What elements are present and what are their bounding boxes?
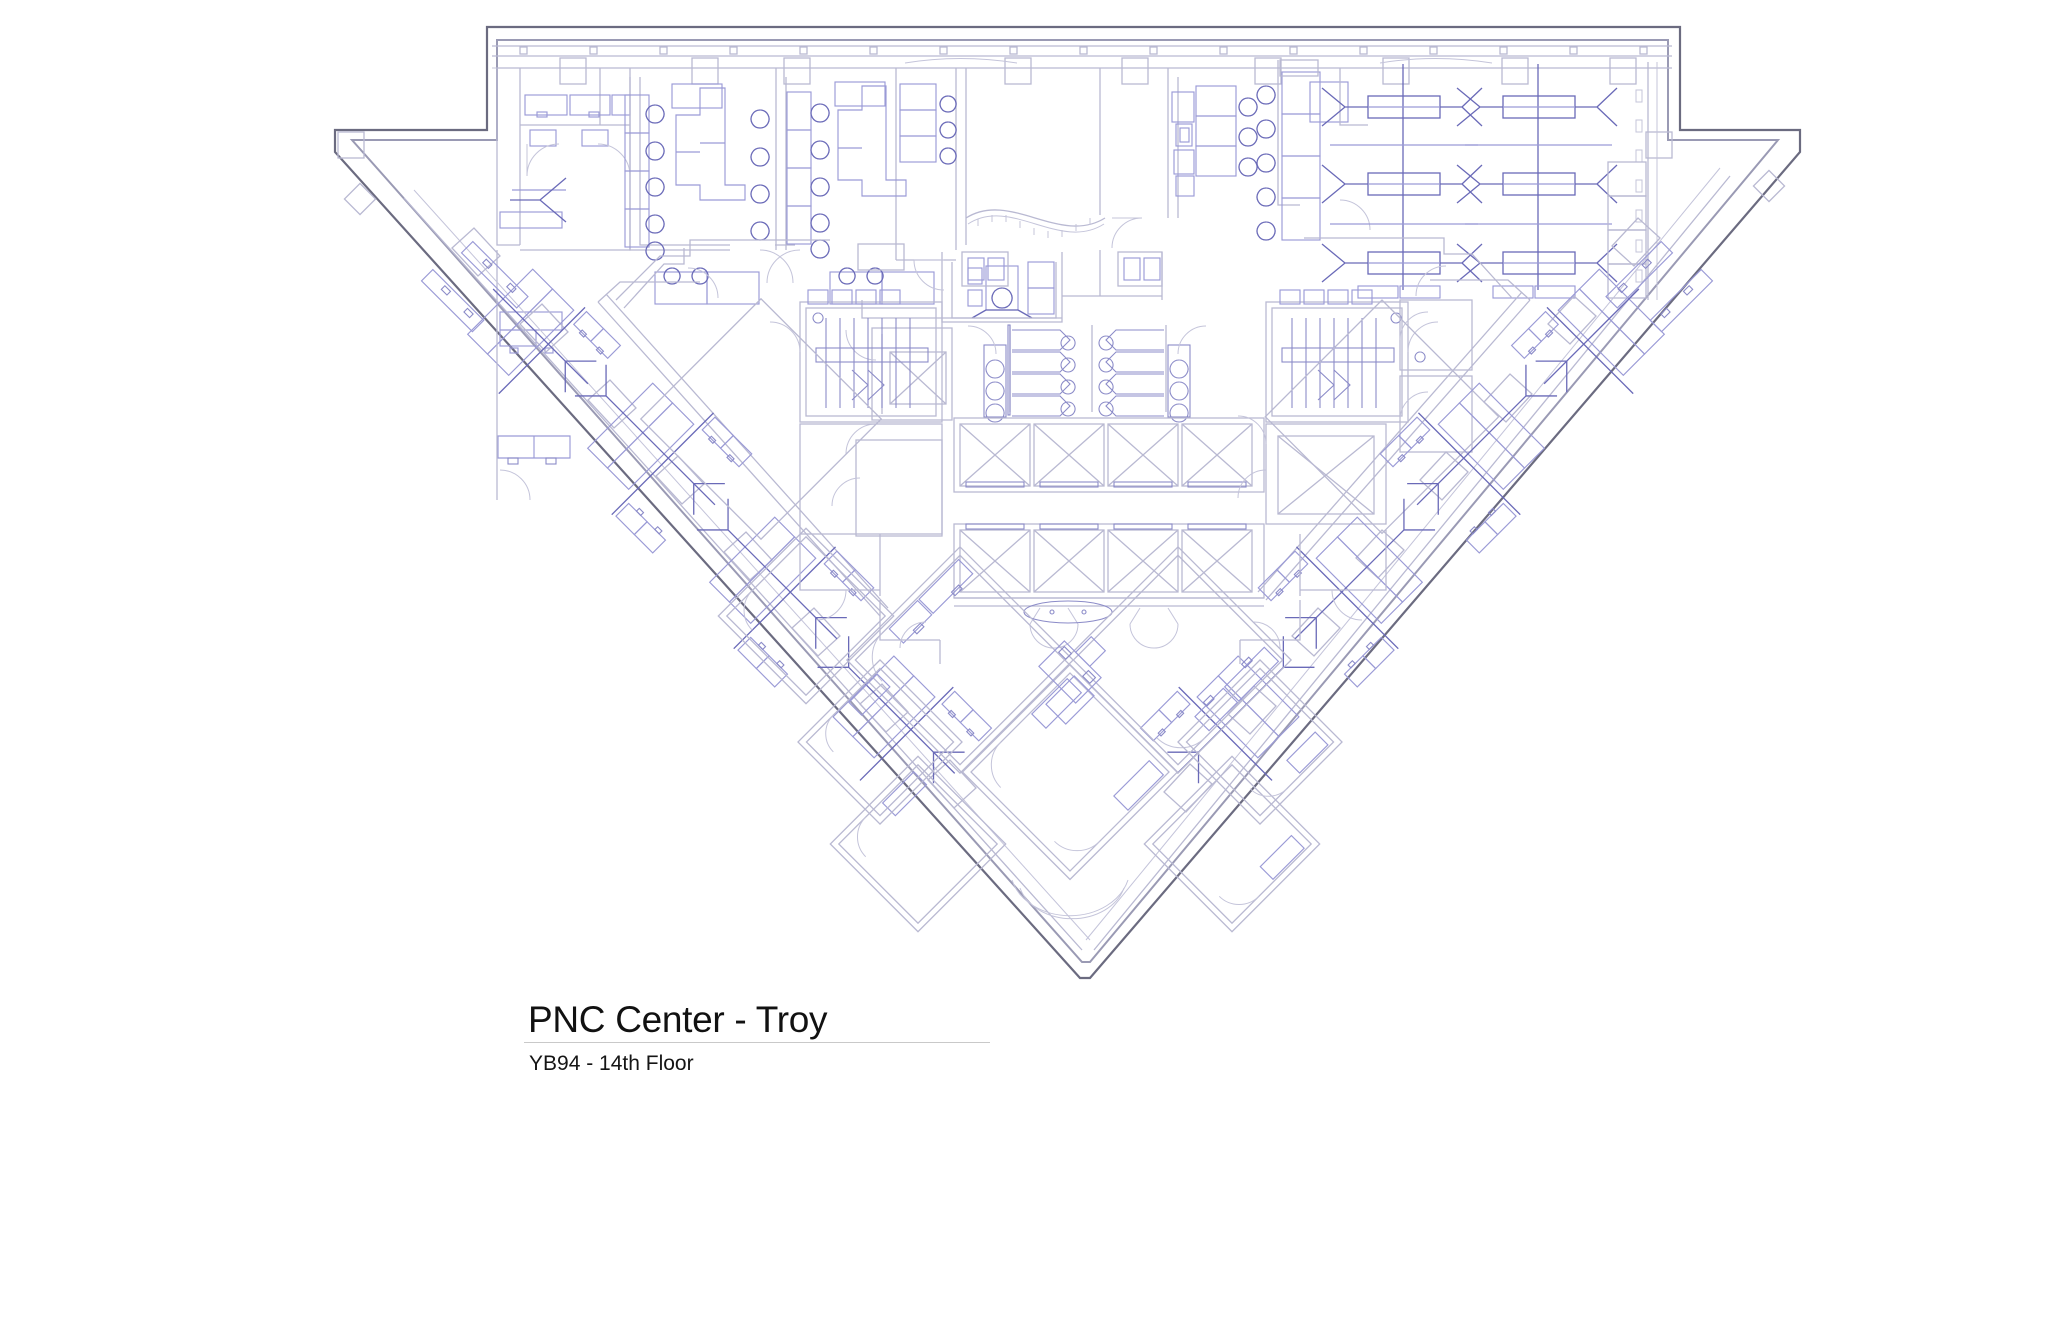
- project-title: PNC Center - Troy: [528, 999, 828, 1040]
- floor-plan-svg: .bo { fill:none; stroke:#6b6b80; stroke-…: [333, 25, 1802, 980]
- west-workstation-clusters: [420, 240, 993, 784]
- conference-room-b: [766, 68, 956, 305]
- conference-table-b: [837, 85, 907, 197]
- conference-room-a: [624, 77, 795, 305]
- core-south-misc: [899, 621, 1281, 664]
- west-small-rooms: [831, 243, 943, 537]
- south-apex-offices: [717, 527, 1343, 933]
- building-core: [769, 250, 1473, 649]
- north-wing-walls: [496, 67, 1672, 251]
- apex-lounge-curve: [1011, 879, 1129, 920]
- open-office-ne-clusters: [1321, 64, 1618, 299]
- ne-diagonal-casework: [1605, 240, 1714, 333]
- core-adjacent-rooms: [799, 530, 1387, 641]
- floor-plan-drawing: .bo { fill:none; stroke:#6b6b80; stroke-…: [333, 25, 1802, 980]
- apex-joint-furniture: [1038, 635, 1107, 725]
- nw-reception-desk: [496, 330, 571, 501]
- restrooms: [967, 324, 1207, 423]
- stair-west: [769, 289, 943, 535]
- north-curtainwall: [492, 45, 1672, 85]
- ne-workstation-bank: [1256, 60, 1371, 241]
- stair-east: [1265, 289, 1439, 423]
- service-rooms-east: [1237, 299, 1473, 525]
- conference-table-a: [675, 87, 746, 201]
- east-inner-wall: [1257, 279, 1531, 601]
- north-center-storage: [899, 59, 1319, 165]
- east-angled-room: [1264, 237, 1513, 535]
- north-corridor: [955, 68, 1143, 250]
- floor-label: YB94 - 14th Floor: [529, 1051, 694, 1075]
- building-outline: [333, 25, 1802, 980]
- east-facade-mullions: [1607, 62, 1658, 300]
- nw-diagonal-casework: [420, 240, 529, 333]
- west-angled-room: [615, 239, 883, 541]
- outline-corner-notches: [337, 131, 1786, 216]
- title-underline: [524, 1041, 990, 1043]
- north-service-boxes: [961, 251, 1163, 287]
- elevator-bank-north: [953, 417, 1265, 493]
- east-workstation-clusters: [1139, 240, 1714, 784]
- title-block: PNC Center - Troy YB94 - 14th Floor: [524, 1000, 994, 1076]
- east-diagonal-facade: [1085, 167, 1731, 951]
- reception-copy-nook: [1167, 68, 1258, 218]
- nw-service-spine: [496, 177, 567, 354]
